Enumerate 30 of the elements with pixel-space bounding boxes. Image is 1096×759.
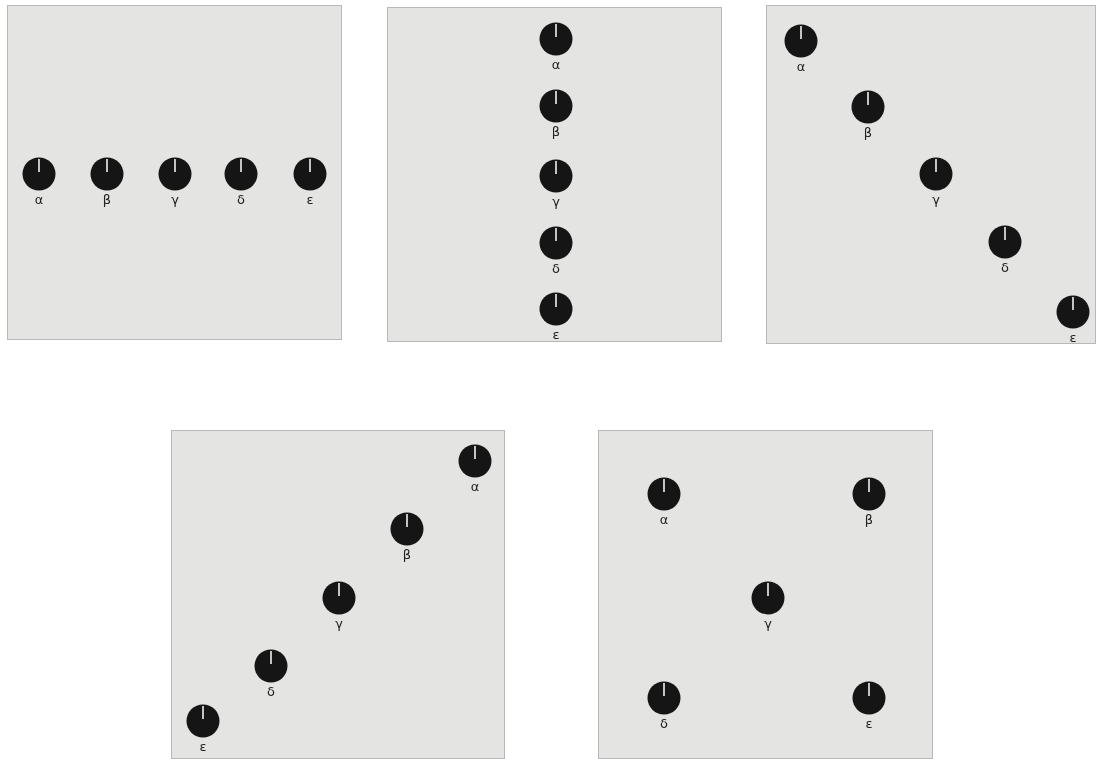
knob-label: γ <box>170 192 180 207</box>
knob-label: α <box>550 57 562 72</box>
knob-label: γ <box>931 192 941 207</box>
knob-label: ε <box>198 739 208 754</box>
knob-label: ε <box>305 192 315 207</box>
knob-label: γ <box>763 616 773 631</box>
knob-label: β <box>550 124 562 139</box>
knob-label: β <box>101 192 113 207</box>
knob-label: δ <box>236 192 246 207</box>
panel-background <box>7 5 342 340</box>
knob-label: δ <box>659 716 669 731</box>
knob-label: β <box>863 512 875 527</box>
panel-background <box>387 7 722 342</box>
knob-label: β <box>862 125 874 140</box>
knob-label: δ <box>551 261 561 276</box>
knob-label: ε <box>551 327 561 342</box>
knob-label: α <box>33 192 45 207</box>
knob-label: β <box>401 547 413 562</box>
knob-label: ε <box>1068 330 1078 345</box>
knob-label: α <box>658 512 670 527</box>
knob-label: α <box>469 479 481 494</box>
knob-label: γ <box>334 616 344 631</box>
panel-background <box>598 430 933 759</box>
knob-label: δ <box>1000 260 1010 275</box>
panel-background <box>171 430 505 759</box>
knob-label: ε <box>864 716 874 731</box>
knob-label: δ <box>266 684 276 699</box>
panel-background <box>766 5 1096 344</box>
knob-label: α <box>795 59 807 74</box>
knob-label: γ <box>551 194 561 209</box>
